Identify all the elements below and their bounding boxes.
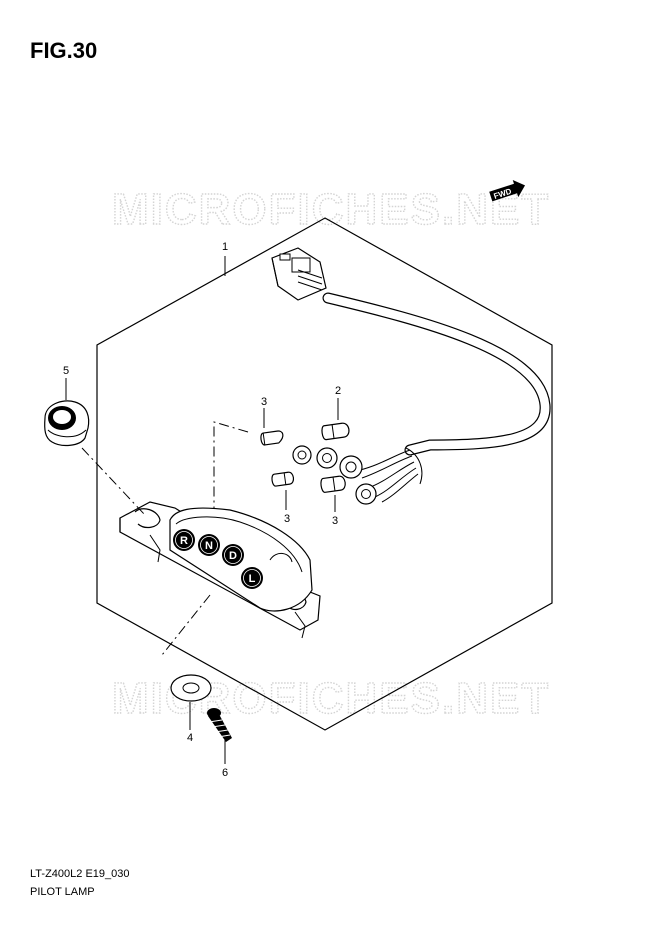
indicator-neutral: N	[198, 534, 220, 556]
callout-3: 3	[284, 513, 290, 525]
part-group-name: PILOT LAMP	[30, 886, 95, 898]
bulb-icon	[320, 475, 346, 493]
assembly-guide-4	[161, 594, 211, 656]
callout-6: 6	[222, 767, 228, 779]
indicator-reverse: R	[173, 529, 195, 551]
callout-3: 3	[332, 515, 338, 527]
washer-icon	[170, 674, 212, 702]
indicator-letter: R	[180, 535, 188, 547]
bulb-icon	[271, 471, 295, 487]
wire-harness	[322, 292, 551, 503]
callout-2: 2	[335, 385, 341, 397]
bulb-sockets	[292, 445, 377, 505]
indicator-lamps: R N D L	[173, 529, 263, 589]
indicator-drive: D	[222, 544, 244, 566]
grommet-icon	[44, 400, 90, 447]
bulb-icon	[321, 422, 350, 441]
watermark-top: MICROFICHES.NET	[112, 185, 550, 234]
harness-connector	[271, 247, 327, 301]
model-code: LT-Z400L2 E19_030	[30, 868, 130, 880]
callout-1: 1	[222, 241, 228, 253]
indicator-letter: L	[249, 573, 256, 585]
socket-3	[339, 455, 363, 479]
socket-1	[292, 445, 312, 465]
callout-4: 4	[187, 732, 193, 744]
assembly-guide	[213, 421, 249, 518]
callout-5: 5	[63, 365, 69, 377]
bulb-icon	[260, 430, 284, 446]
callout-3: 3	[261, 396, 267, 408]
assembly-guide-5	[81, 447, 146, 516]
indicator-low: L	[241, 567, 263, 589]
indicator-letter: N	[205, 540, 213, 552]
socket-4	[355, 483, 377, 505]
screw-icon	[207, 708, 232, 742]
assembly-outline	[96, 217, 553, 731]
indicator-letter: D	[229, 550, 237, 562]
socket-2	[316, 447, 338, 469]
figure-title: FIG.30	[30, 38, 98, 63]
